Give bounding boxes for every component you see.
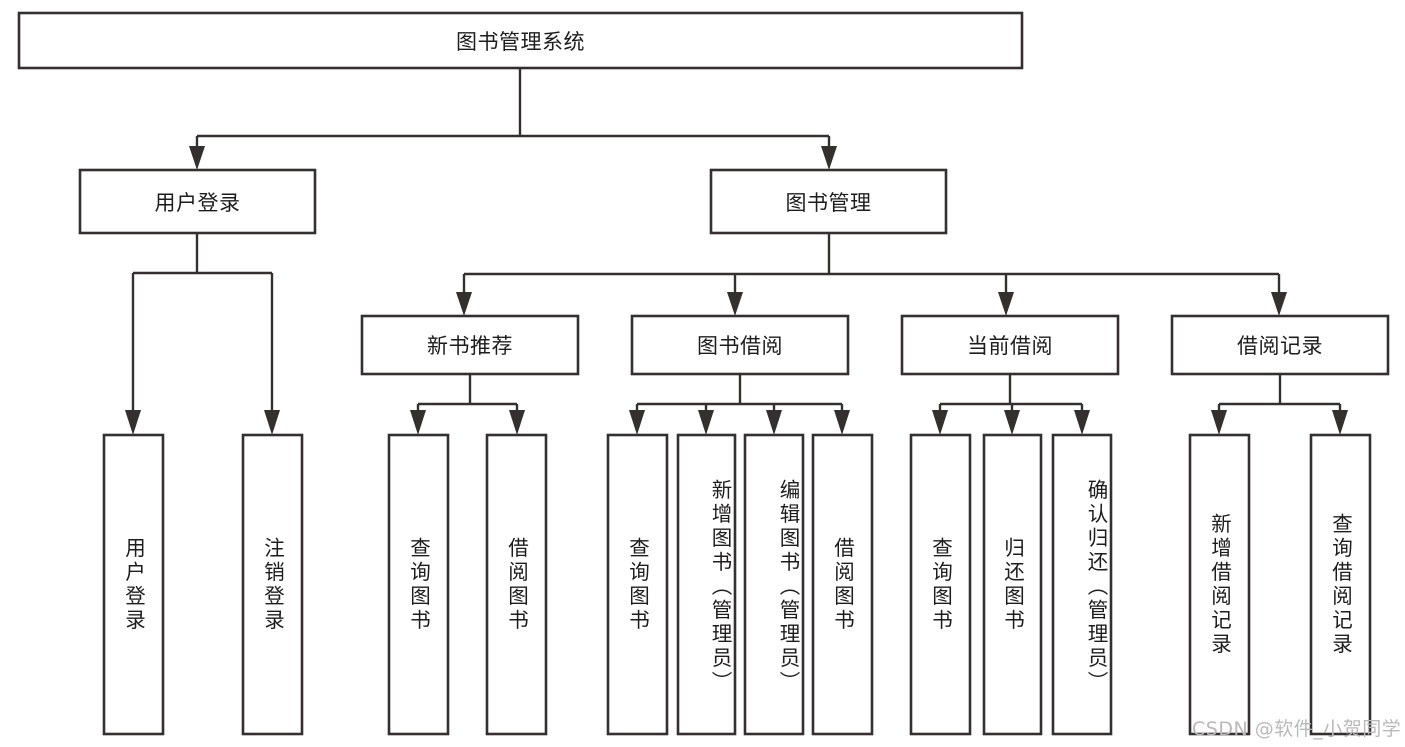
node-box-leaf-borrow-book-2[interactable]	[811, 433, 874, 736]
node-box-leaf-query-book-3[interactable]	[909, 433, 972, 736]
arrow-head-to-new-book-recommend	[456, 292, 472, 316]
arrow-heads	[125, 146, 1348, 435]
node-box-leaf-query-book-1[interactable]	[387, 433, 450, 736]
node-box-user-login[interactable]	[78, 168, 317, 235]
arrow-head-to-current-borrow	[998, 292, 1014, 316]
arrow-head-to-leaf-user-logout	[264, 410, 280, 435]
arrow-head-to-borrow-record	[1271, 292, 1287, 316]
arrow-head-to-leaf-edit-book	[766, 410, 782, 435]
arrow-head-to-leaf-query-record	[1332, 410, 1348, 435]
node-box-leaf-return-book[interactable]	[982, 433, 1043, 736]
arrow-head-to-leaf-return-book	[1004, 410, 1020, 435]
node-box-current-borrow[interactable]	[900, 314, 1120, 376]
arrow-head-to-leaf-query-book-2	[629, 410, 645, 435]
arrow-head-to-leaf-borrow-book-1	[509, 410, 525, 435]
arrow-head-to-user-login	[189, 146, 205, 170]
arrow-head-to-book-management	[821, 146, 837, 170]
node-box-leaf-confirm-return[interactable]	[1051, 433, 1113, 736]
arrow-head-to-leaf-query-book-1	[410, 410, 426, 435]
node-box-book-borrow[interactable]	[630, 314, 850, 376]
node-box-leaf-edit-book[interactable]	[743, 433, 805, 736]
node-box-leaf-add-book[interactable]	[676, 433, 737, 736]
node-box-leaf-query-record[interactable]	[1309, 433, 1372, 736]
arrow-head-to-leaf-user-login	[125, 410, 141, 435]
node-box-leaf-borrow-book-1[interactable]	[485, 433, 548, 736]
node-box-leaf-user-login[interactable]	[102, 433, 165, 736]
arrow-head-to-leaf-add-book	[698, 410, 714, 435]
arrow-head-to-leaf-borrow-book-2	[834, 410, 850, 435]
node-box-leaf-query-book-2[interactable]	[606, 433, 669, 736]
arrow-head-to-leaf-confirm-return	[1074, 410, 1090, 435]
arrow-head-to-leaf-query-book-3	[932, 410, 948, 435]
node-box-book-management[interactable]	[709, 168, 948, 235]
node-boxes	[17, 11, 1390, 736]
node-box-new-book-recommend[interactable]	[360, 314, 580, 376]
node-box-borrow-record[interactable]	[1170, 314, 1390, 376]
node-box-leaf-user-logout[interactable]	[241, 433, 304, 736]
arrow-head-to-leaf-add-record	[1211, 410, 1227, 435]
node-box-leaf-add-record[interactable]	[1188, 433, 1251, 736]
node-box-root[interactable]	[17, 11, 1024, 70]
arrow-head-to-book-borrow	[727, 292, 743, 316]
